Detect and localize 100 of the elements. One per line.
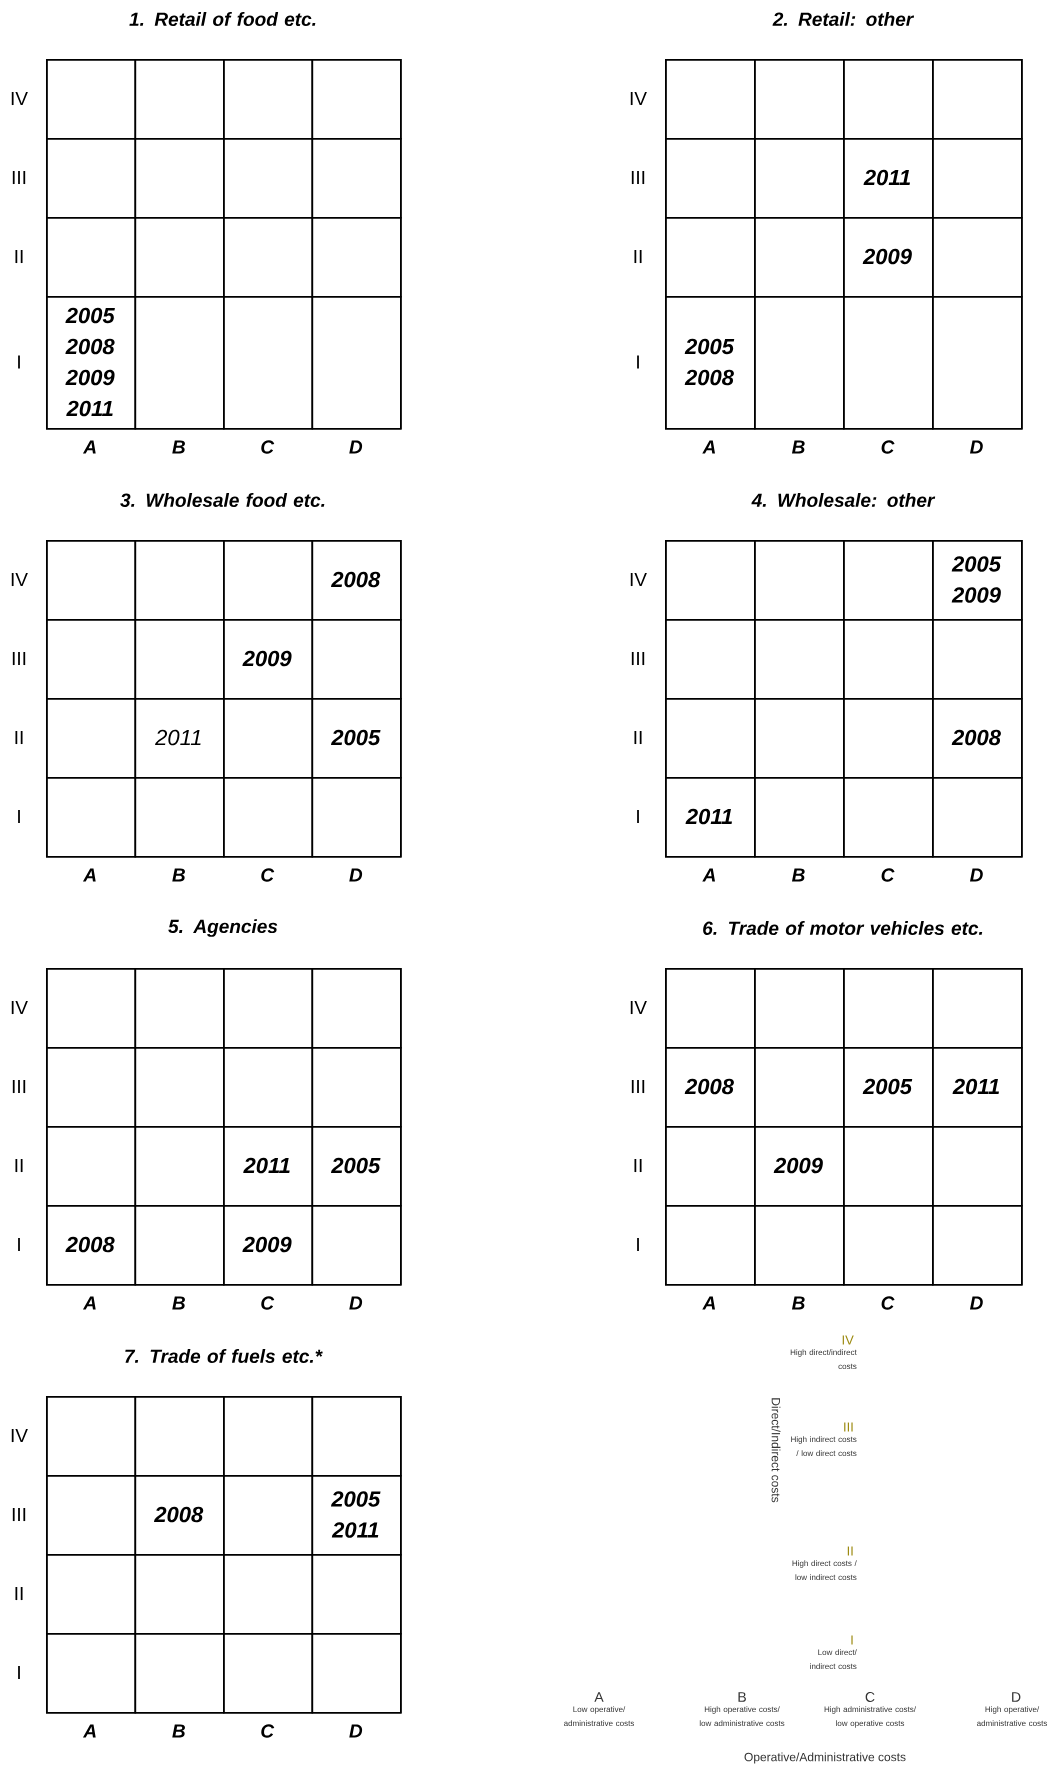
year-label: 2005	[951, 556, 1002, 572]
row-label: IV	[11, 573, 28, 587]
year-label: 2011	[243, 1157, 290, 1174]
year-label: 2011	[685, 808, 732, 825]
year-label: 2008	[684, 369, 734, 386]
panel-title: 2. Retail: other	[772, 12, 915, 26]
grid-cell	[665, 59, 756, 140]
grid-cell	[311, 1205, 402, 1286]
year-label: 2011	[952, 1078, 999, 1095]
grid-cell	[311, 619, 402, 700]
row-label: IV	[11, 1001, 28, 1015]
row-label: I	[637, 1238, 639, 1252]
grid-cell	[932, 59, 1023, 140]
row-label: I	[18, 810, 20, 824]
grid-cell	[223, 698, 314, 779]
category-letter: A	[594, 1692, 604, 1702]
axis-title: Direct/Indirect costs	[771, 1398, 781, 1503]
grid-cell	[754, 540, 845, 621]
row-label: II	[634, 249, 642, 264]
year-label: 2005	[331, 729, 381, 746]
grid-cell	[46, 698, 137, 779]
row-label: II	[15, 1587, 23, 1601]
category-letter: C	[865, 1692, 875, 1702]
year-label: 2011	[331, 1522, 379, 1538]
column-label: B	[792, 1296, 805, 1310]
column-label: A	[702, 1296, 715, 1310]
grid-cell	[754, 296, 845, 430]
column-label: A	[82, 1724, 96, 1738]
grid-cell	[46, 59, 137, 140]
column-label: A	[702, 868, 715, 882]
grid-cell	[932, 777, 1023, 858]
grid-cell	[754, 138, 845, 219]
grid-cell	[134, 1396, 225, 1477]
grid-cell	[754, 1205, 845, 1286]
column-label: A	[82, 1296, 96, 1310]
year-label: 2009	[65, 369, 115, 386]
row-label: III	[631, 170, 645, 185]
grid-cell	[843, 968, 934, 1049]
grid-cell	[46, 1633, 137, 1714]
column-label: C	[261, 440, 275, 454]
row-label: III	[12, 1508, 26, 1522]
grid-cell	[311, 1047, 402, 1128]
quadrant-description: High indirect costs / low direct costs	[791, 1436, 857, 1457]
grid-cell	[843, 777, 934, 858]
column-label: D	[970, 440, 983, 454]
column-label: D	[349, 1296, 363, 1310]
category-description: High administrative costs/ low operative costs	[824, 1706, 916, 1728]
grid-cell	[223, 1633, 314, 1714]
column-label: B	[792, 868, 805, 882]
grid-cell	[46, 968, 137, 1049]
grid-cell	[223, 540, 314, 621]
grid-cell	[223, 296, 314, 430]
grid-cell	[46, 777, 137, 858]
grid-cell	[46, 540, 137, 621]
grid-cell	[932, 619, 1023, 700]
grid-cell	[754, 777, 845, 858]
grid-cell	[223, 777, 314, 858]
column-label: D	[970, 868, 983, 882]
panel-title: 4. Wholesale: other	[751, 493, 936, 507]
year-label: 2008	[331, 571, 381, 588]
grid-cell	[134, 968, 225, 1049]
column-label: B	[792, 440, 805, 454]
quadrant-description: High direct costs / low indirect costs	[792, 1560, 857, 1581]
grid-cell	[223, 1047, 314, 1128]
category-description: High operative costs/ low administrative costs	[699, 1706, 785, 1727]
row-label: IV	[630, 91, 647, 106]
grid-cell	[843, 698, 934, 779]
year-label: 2009	[242, 1236, 292, 1253]
grid-cell	[223, 1554, 314, 1635]
grid-cell	[665, 540, 756, 621]
grid-cell	[46, 1396, 137, 1477]
year-label: 2008	[65, 1236, 115, 1253]
grid-cell	[311, 777, 402, 858]
row-label: III	[12, 170, 26, 185]
year-label: 2009	[862, 248, 912, 265]
grid-cell	[932, 217, 1023, 298]
grid-cell	[754, 59, 845, 140]
year-label: 2011	[66, 400, 113, 417]
grid-cell	[134, 619, 225, 700]
column-label: A	[82, 868, 96, 882]
grid-cell	[311, 217, 402, 298]
panel-title: 7. Trade of fuels etc.*	[125, 1349, 323, 1363]
grid-cell	[932, 138, 1023, 219]
grid-cell	[134, 1126, 225, 1207]
year-label: 2011	[863, 169, 910, 186]
column-label: D	[349, 440, 363, 454]
category-letter: B	[738, 1692, 746, 1702]
column-label: C	[881, 440, 895, 454]
column-label: D	[349, 868, 363, 882]
grid-cell	[311, 1554, 402, 1635]
grid-cell	[46, 1126, 137, 1207]
grid-cell	[311, 138, 402, 219]
grid-cell	[665, 138, 756, 219]
year-label: 2005	[65, 307, 115, 324]
grid-cell	[46, 217, 137, 298]
row-label: I	[637, 810, 639, 824]
grid-cell	[843, 1205, 934, 1286]
axis-title: Operative/Administrative costs	[744, 1752, 906, 1764]
grid-cell	[932, 1126, 1023, 1207]
row-label: II	[634, 731, 642, 745]
